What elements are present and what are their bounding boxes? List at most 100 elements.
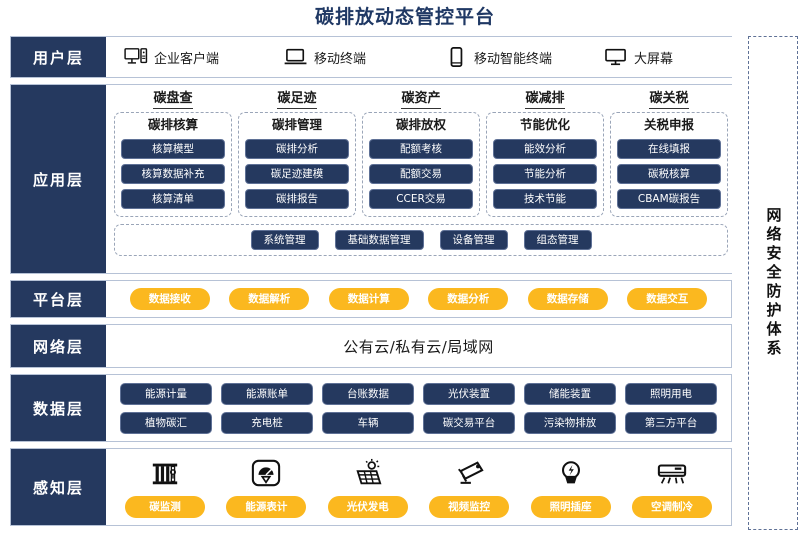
layer-data: 数据层 能源计量 能源账单 台账数据 光伏装置 储能装置 照明用电 植物碳汇 充… bbox=[10, 374, 732, 442]
app-group-subtitle: 碳排放权 bbox=[395, 117, 446, 132]
sensing-item-label[interactable]: 照明插座 bbox=[530, 496, 611, 518]
layer-platform: 平台层 数据接收 数据解析 数据计算 数据分析 数据存储 数据交互 bbox=[10, 280, 732, 318]
security-system-label: 网络安全防护体系 bbox=[764, 207, 783, 359]
app-item-button[interactable]: 节能分析 bbox=[493, 164, 597, 184]
layer-platform-label: 平台层 bbox=[11, 281, 106, 317]
app-group-box: 关税申报 在线填报 碳税核算 CBAM碳报告 bbox=[610, 112, 728, 217]
data-item-button[interactable]: 台账数据 bbox=[322, 382, 414, 405]
layer-network: 网络层 公有云/私有云/局域网 bbox=[10, 324, 732, 368]
sensing-item-video-surveillance[interactable]: 视频监控 bbox=[424, 456, 514, 518]
user-item-label: 移动智能终端 bbox=[474, 51, 553, 67]
platform-item-button[interactable]: 数据接收 bbox=[129, 288, 210, 310]
app-group-subtitle: 节能优化 bbox=[519, 117, 570, 132]
app-group-title: 碳资产 bbox=[401, 91, 441, 109]
data-item-button[interactable]: 车辆 bbox=[322, 411, 414, 434]
data-row-2: 植物碳汇 充电桩 车辆 碳交易平台 污染物排放 第三方平台 bbox=[120, 411, 717, 434]
layer-sensing-label: 感知层 bbox=[11, 449, 106, 525]
app-item-button[interactable]: 在线填报 bbox=[617, 139, 721, 159]
sensing-item-label[interactable]: 视频监控 bbox=[429, 496, 510, 518]
platform-item-button[interactable]: 数据分析 bbox=[428, 288, 509, 310]
layer-sensing-body: 碳监测 能源表计 bbox=[106, 449, 731, 525]
data-item-button[interactable]: 能源账单 bbox=[221, 382, 313, 405]
platform-item-button[interactable]: 数据解析 bbox=[229, 288, 310, 310]
layer-stack: 用户层 bbox=[10, 36, 764, 526]
sensing-item-label[interactable]: 碳监测 bbox=[125, 496, 205, 518]
app-group-title: 碳盘查 bbox=[153, 91, 193, 109]
data-item-button[interactable]: 第三方平台 bbox=[625, 411, 717, 434]
layer-data-body: 能源计量 能源账单 台账数据 光伏装置 储能装置 照明用电 植物碳汇 充电桩 车… bbox=[106, 375, 731, 441]
large-screen-icon bbox=[604, 47, 626, 67]
management-button-basic-data[interactable]: 基础数据管理 bbox=[334, 230, 424, 250]
app-item-button[interactable]: 配额考核 bbox=[369, 139, 473, 159]
energy-meter-icon bbox=[250, 456, 282, 490]
layer-sensing: 感知层 bbox=[10, 448, 732, 526]
sensing-item-carbon-monitor[interactable]: 碳监测 bbox=[120, 456, 210, 518]
security-system-column: 网络安全防护体系 bbox=[748, 36, 798, 530]
smartphone-icon bbox=[444, 47, 466, 67]
app-group-box: 碳排放权 配额考核 配额交易 CCER交易 bbox=[362, 112, 480, 217]
lightbulb-icon bbox=[555, 456, 587, 490]
app-item-button[interactable]: 碳税核算 bbox=[617, 164, 721, 184]
app-item-button[interactable]: 核算清单 bbox=[121, 189, 225, 209]
management-button-device[interactable]: 设备管理 bbox=[439, 230, 508, 250]
layer-platform-body: 数据接收 数据解析 数据计算 数据分析 数据存储 数据交互 bbox=[106, 281, 731, 317]
carbon-monitor-icon bbox=[149, 456, 181, 490]
platform-item-button[interactable]: 数据存储 bbox=[527, 288, 608, 310]
desktop-tower-icon bbox=[124, 47, 148, 67]
layer-user-label: 用户层 bbox=[11, 37, 106, 77]
platform-item-button[interactable]: 数据计算 bbox=[328, 288, 409, 310]
app-group-title: 碳关税 bbox=[649, 91, 689, 109]
app-item-button[interactable]: 碳排报告 bbox=[245, 189, 349, 209]
application-management-row: 系统管理 基础数据管理 设备管理 组态管理 bbox=[114, 224, 728, 256]
user-item-label: 移动终端 bbox=[314, 51, 367, 67]
sensing-item-lighting-socket[interactable]: 照明插座 bbox=[526, 456, 616, 518]
management-button-system[interactable]: 系统管理 bbox=[250, 230, 319, 250]
layer-network-label: 网络层 bbox=[11, 325, 106, 367]
app-item-button[interactable]: 碳排分析 bbox=[245, 139, 349, 159]
laptop-icon bbox=[284, 47, 307, 67]
app-item-button[interactable]: CCER交易 bbox=[369, 189, 473, 209]
user-item-label: 大屏幕 bbox=[634, 51, 674, 67]
app-item-button[interactable]: 核算数据补充 bbox=[121, 164, 225, 184]
data-item-button[interactable]: 储能装置 bbox=[524, 382, 616, 405]
sensing-item-energy-meter[interactable]: 能源表计 bbox=[221, 456, 311, 518]
app-item-button[interactable]: CBAM碳报告 bbox=[617, 189, 721, 209]
app-item-button[interactable]: 技术节能 bbox=[493, 189, 597, 209]
sensing-item-solar-power[interactable]: 光伏发电 bbox=[323, 456, 413, 518]
app-item-button[interactable]: 能效分析 bbox=[493, 139, 597, 159]
user-item-smart-mobile-terminal[interactable]: 移动智能终端 bbox=[444, 47, 604, 67]
data-item-button[interactable]: 光伏装置 bbox=[423, 382, 515, 405]
user-item-mobile-terminal[interactable]: 移动终端 bbox=[284, 47, 444, 67]
app-group-subtitle: 关税申报 bbox=[643, 117, 694, 132]
user-item-enterprise-client[interactable]: 企业客户端 bbox=[124, 47, 284, 67]
layer-user: 用户层 bbox=[10, 36, 764, 78]
app-group-box: 节能优化 能效分析 节能分析 技术节能 bbox=[486, 112, 604, 217]
sensing-item-label[interactable]: 能源表计 bbox=[226, 496, 307, 518]
app-group-carbon-inventory: 碳盘查 碳排核算 核算模型 核算数据补充 核算清单 bbox=[114, 91, 232, 217]
app-group-subtitle: 碳排管理 bbox=[271, 117, 322, 132]
app-item-button[interactable]: 碳足迹建模 bbox=[245, 164, 349, 184]
user-item-large-screen[interactable]: 大屏幕 bbox=[604, 47, 764, 67]
app-group-subtitle: 碳排核算 bbox=[147, 117, 198, 132]
data-item-button[interactable]: 污染物排放 bbox=[524, 411, 616, 434]
app-item-button[interactable]: 配额交易 bbox=[369, 164, 473, 184]
app-item-button[interactable]: 核算模型 bbox=[121, 139, 225, 159]
layer-application-body: 碳盘查 碳排核算 核算模型 核算数据补充 核算清单 碳足迹 碳排管理 碳排分析 bbox=[106, 85, 736, 273]
cctv-camera-icon bbox=[453, 456, 485, 490]
data-item-button[interactable]: 照明用电 bbox=[625, 382, 717, 405]
data-item-button[interactable]: 碳交易平台 bbox=[423, 411, 515, 434]
data-item-button[interactable]: 充电桩 bbox=[221, 411, 313, 434]
app-group-box: 碳排管理 碳排分析 碳足迹建模 碳排报告 bbox=[238, 112, 356, 217]
app-group-title: 碳减排 bbox=[525, 91, 565, 109]
sensing-item-air-conditioning[interactable]: 空调制冷 bbox=[627, 456, 717, 518]
app-group-carbon-tariff: 碳关税 关税申报 在线填报 碳税核算 CBAM碳报告 bbox=[610, 91, 728, 217]
sensing-item-label[interactable]: 光伏发电 bbox=[327, 496, 408, 518]
data-item-button[interactable]: 植物碳汇 bbox=[120, 411, 212, 434]
management-button-configuration[interactable]: 组态管理 bbox=[523, 230, 592, 250]
data-item-button[interactable]: 能源计量 bbox=[120, 382, 212, 405]
sensing-item-label[interactable]: 空调制冷 bbox=[631, 496, 712, 518]
platform-item-button[interactable]: 数据交互 bbox=[627, 288, 708, 310]
layer-user-body: 企业客户端 移动终端 bbox=[106, 37, 764, 77]
layer-network-body: 公有云/私有云/局域网 bbox=[106, 325, 731, 367]
